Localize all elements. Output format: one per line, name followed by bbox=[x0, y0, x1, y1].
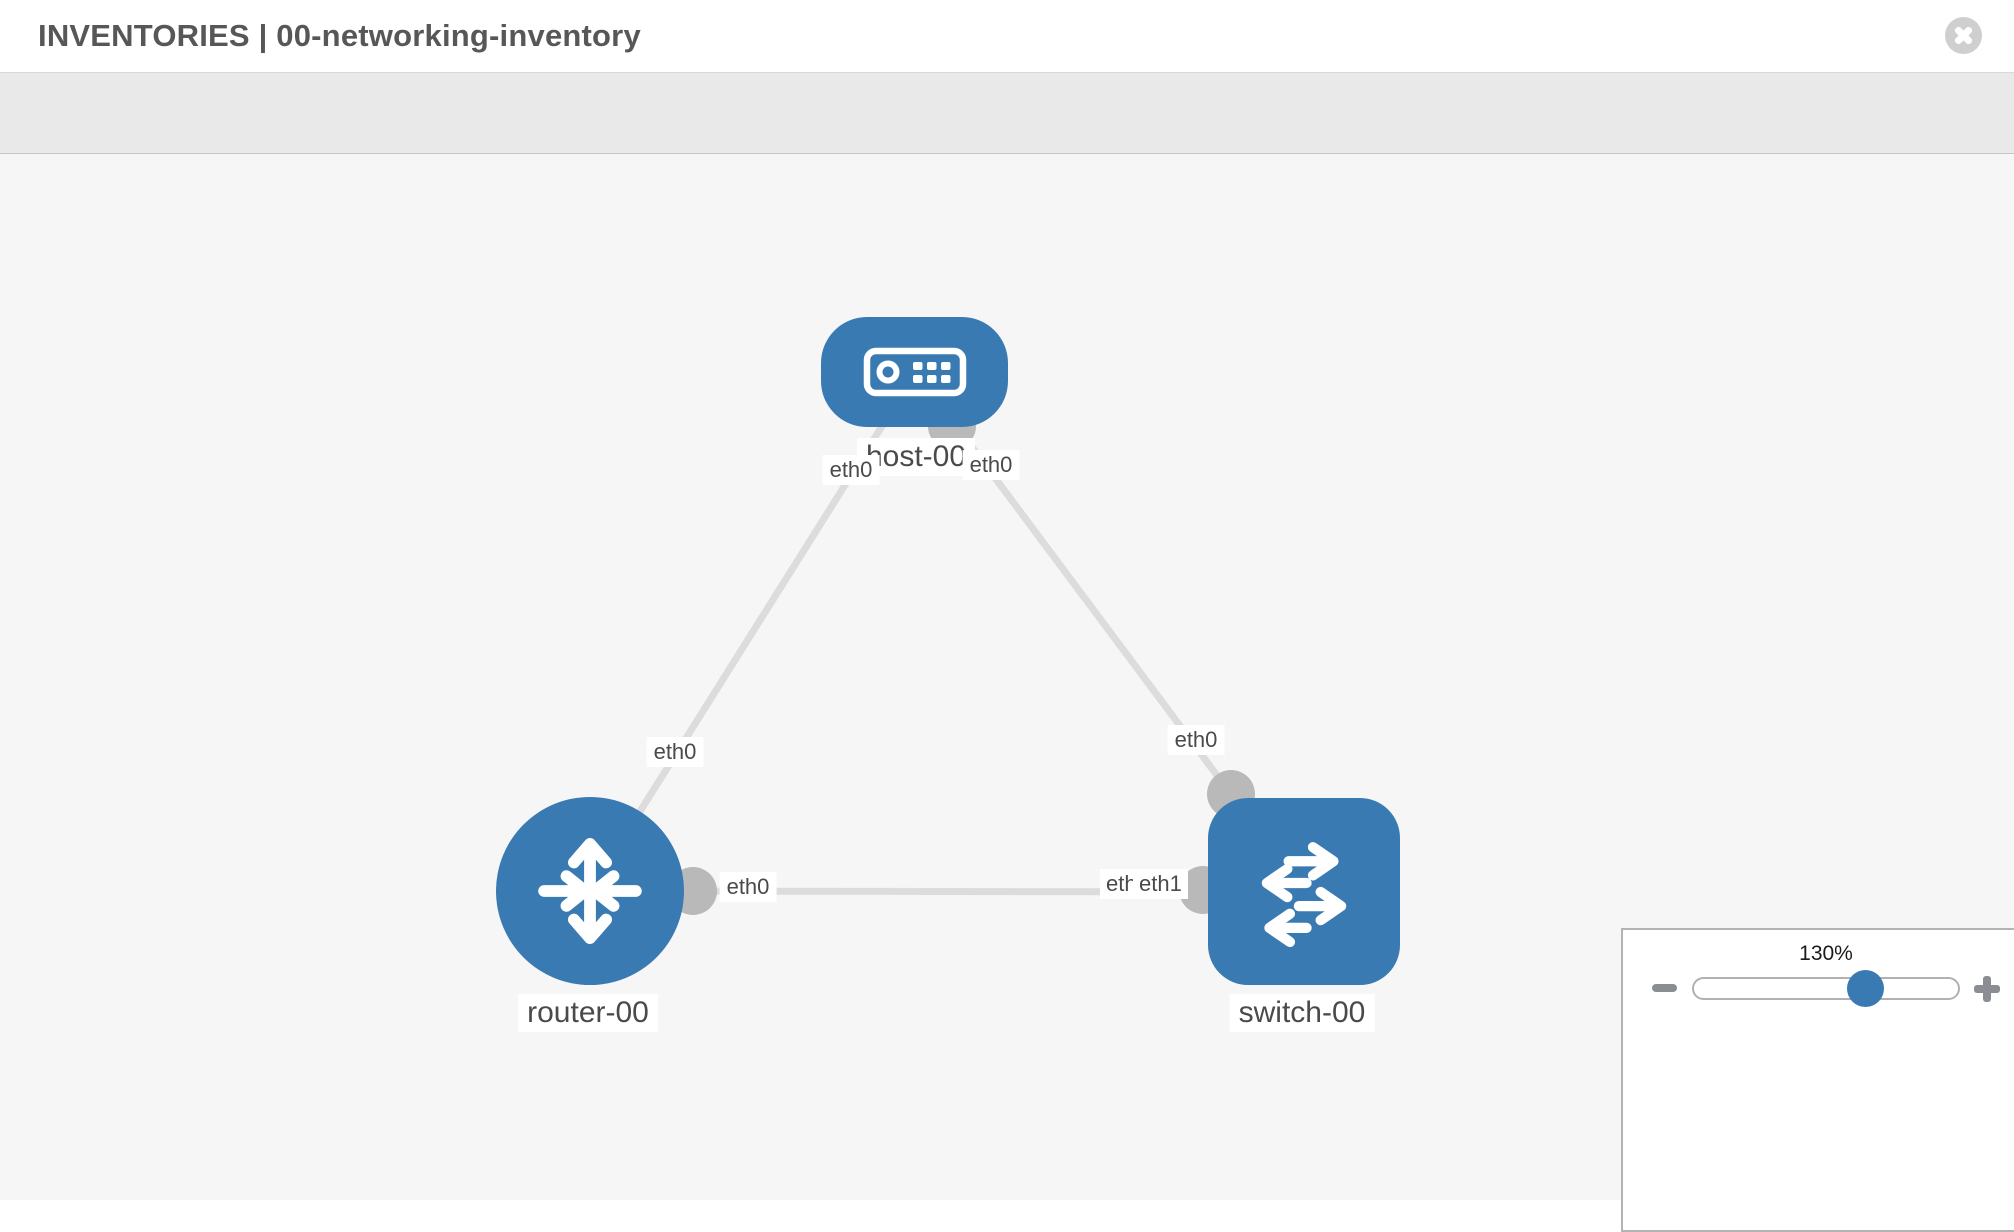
page-title: INVENTORIES | 00-networking-inventory bbox=[38, 18, 641, 53]
interface-label: eth0 bbox=[1167, 725, 1225, 755]
interface-label: eth0 bbox=[822, 455, 880, 485]
interface-label: eth0 bbox=[646, 737, 704, 767]
node-host-00[interactable] bbox=[821, 317, 1008, 427]
toolbar: ACTIONS SEARCH bbox=[0, 73, 2014, 219]
window-header: INVENTORIES | 00-networking-inventory bbox=[0, 0, 2014, 73]
node-switch-00[interactable] bbox=[1208, 798, 1400, 985]
node-router-00[interactable] bbox=[496, 797, 684, 985]
topology-canvas[interactable]: host-00 router-00 switch-00 eth0 eth0 et… bbox=[0, 154, 2014, 1200]
zoom-slider-track[interactable] bbox=[1692, 977, 1960, 1000]
router-icon bbox=[538, 837, 642, 945]
plus-icon-bar bbox=[1983, 976, 1991, 1002]
zoom-slider-handle[interactable] bbox=[1847, 970, 1884, 1007]
zoom-percentage: 130% bbox=[1799, 942, 1853, 965]
minus-icon[interactable] bbox=[1652, 984, 1677, 992]
interface-label: eth1 bbox=[1133, 869, 1188, 899]
host-icon bbox=[863, 347, 966, 397]
node-label-router: router-00 bbox=[518, 994, 658, 1032]
zoom-control-panel: 130% bbox=[1621, 928, 2014, 1232]
plus-icon[interactable] bbox=[1974, 976, 2000, 1002]
interface-label: eth0 bbox=[719, 872, 777, 902]
close-icon[interactable] bbox=[1945, 17, 1982, 54]
node-label-switch: switch-00 bbox=[1229, 994, 1375, 1032]
switch-icon bbox=[1261, 841, 1347, 947]
interface-label: eth0 bbox=[962, 450, 1020, 480]
